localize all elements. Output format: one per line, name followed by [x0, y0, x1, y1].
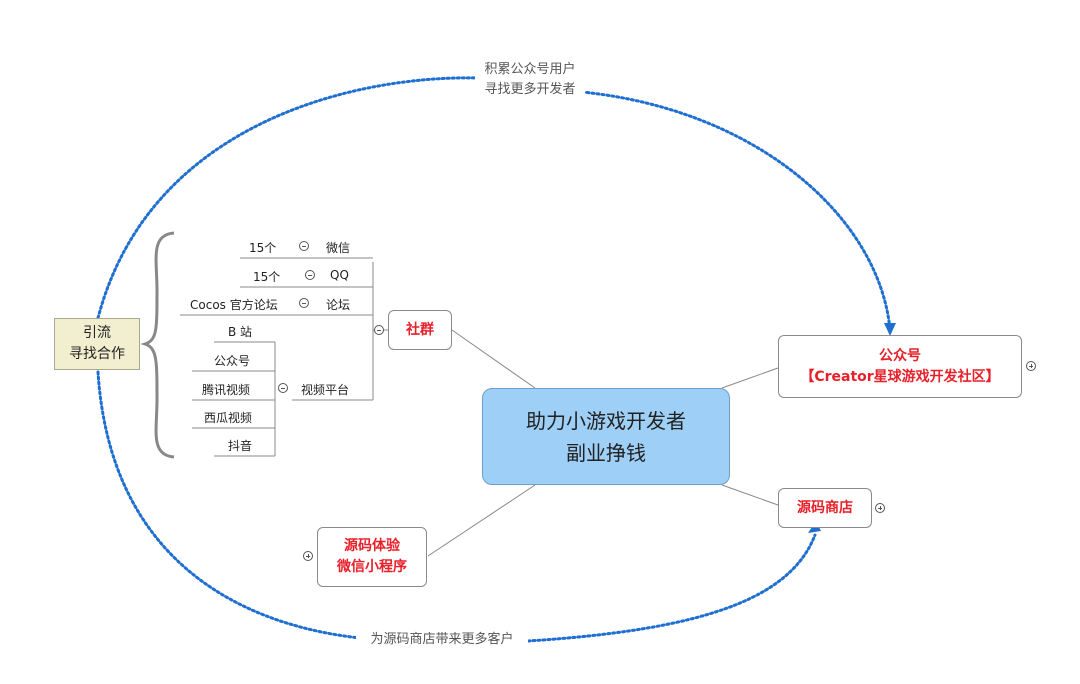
connector-central-shequn [451, 329, 536, 389]
topic-gongzhonghao[interactable]: 公众号 【Creator星球游戏开发社区】 [778, 335, 1022, 398]
topic-shequn[interactable]: 社群 [388, 310, 452, 350]
topic-yinliu-line2: 寻找合作 [69, 346, 125, 362]
connector-central-gongzhonghao [721, 367, 779, 389]
topic-yuanma-shangdian-label: 源码商店 [797, 499, 853, 516]
collapse-weixin-icon[interactable] [299, 241, 309, 251]
top-arrow-label-line1: 积累公众号用户 [484, 62, 576, 77]
central-topic-line2: 副业挣钱 [566, 440, 646, 465]
topic-shequn-label: 社群 [406, 321, 434, 338]
expand-tiyan-icon[interactable] [303, 551, 313, 561]
leaf-douyin[interactable]: 抖音 [228, 439, 253, 453]
leaf-bilibili[interactable]: B 站 [228, 325, 253, 339]
collapse-luntan-icon[interactable] [299, 298, 309, 308]
collapse-shipin-icon[interactable] [278, 383, 288, 393]
weixin-count: 15个 [249, 241, 277, 255]
central-topic[interactable]: 助力小游戏开发者 副业挣钱 [482, 388, 730, 485]
bottom-dotted-arrow [96, 370, 817, 643]
leaf-tengxun[interactable]: 腾讯视频 [202, 383, 251, 397]
top-arrowhead-icon [884, 323, 896, 336]
central-topic-line1: 助力小游戏开发者 [526, 408, 686, 433]
brace-shape [140, 231, 175, 459]
expand-gongzhonghao-icon[interactable] [1026, 361, 1036, 371]
branch-luntan[interactable]: 论坛 [326, 298, 351, 312]
topic-yuanma-tiyan-line2: 微信小程序 [337, 559, 407, 575]
topic-gongzhonghao-line2: 【Creator星球游戏开发社区】 [800, 368, 1000, 385]
topic-yuanma-tiyan[interactable]: 源码体验 微信小程序 [317, 527, 427, 587]
topic-yuanma-shangdian[interactable]: 源码商店 [778, 488, 872, 528]
leaf-gongzhonghao[interactable]: 公众号 [214, 354, 251, 368]
top-arrow-label: 积累公众号用户 寻找更多开发者 [475, 60, 585, 100]
topic-yuanma-tiyan-line1: 源码体验 [344, 538, 400, 554]
qq-count: 15个 [253, 270, 281, 284]
leaf-xigua[interactable]: 西瓜视频 [204, 411, 253, 425]
collapse-shequn-icon[interactable] [374, 325, 384, 335]
branch-weixin[interactable]: 微信 [326, 241, 351, 255]
branch-qq[interactable]: QQ [330, 268, 349, 282]
topic-yinliu-line1: 引流 [83, 325, 111, 341]
luntan-detail: Cocos 官方论坛 [190, 298, 278, 312]
branch-shipin[interactable]: 视频平台 [301, 383, 350, 397]
expand-shangdian-icon[interactable] [875, 503, 885, 513]
bottom-arrow-label: 为源码商店带来更多客户 [356, 630, 528, 650]
topic-yinliu[interactable]: 引流 寻找合作 [54, 318, 140, 370]
top-arrow-label-line2: 寻找更多开发者 [484, 82, 576, 97]
connector-central-shangdian [721, 484, 779, 506]
top-dotted-arrow [96, 76, 892, 332]
connector-central-tiyan [427, 484, 536, 557]
topic-gongzhonghao-line1: 公众号 [879, 347, 921, 364]
collapse-qq-icon[interactable] [305, 270, 315, 280]
